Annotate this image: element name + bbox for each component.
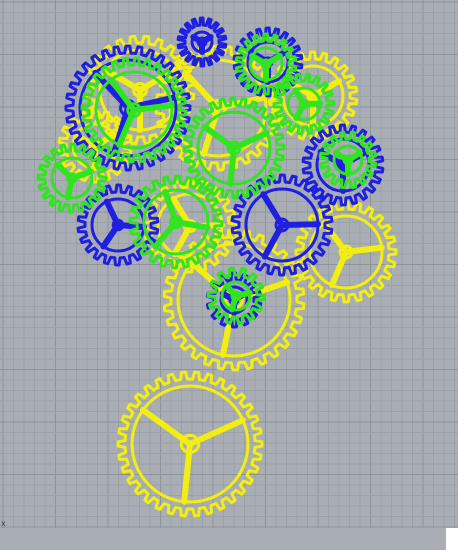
- gear-teeth-outline: [182, 96, 286, 200]
- gear-hub: [196, 36, 208, 48]
- gear-spoke: [345, 150, 364, 163]
- axis-label: x: [1, 519, 6, 528]
- gear-hub: [298, 98, 310, 110]
- gear-teeth-outline: [128, 174, 224, 270]
- gear-teeth-outline: [294, 200, 398, 304]
- gear-green-right[interactable]: [272, 72, 336, 136]
- gear-hub: [260, 58, 272, 70]
- gear-hub: [274, 217, 290, 233]
- gear-yellow-bottom-large[interactable]: [116, 370, 264, 518]
- gear-green-top-left[interactable]: [80, 56, 188, 164]
- gear-hub: [226, 140, 242, 156]
- gear-hub: [179, 433, 201, 455]
- gear-spoke: [233, 289, 253, 299]
- gear-teeth-outline: [142, 178, 238, 274]
- gear-teeth-outline: [318, 130, 378, 190]
- gear-blue-center[interactable]: [230, 173, 334, 277]
- gear-rim: [176, 242, 292, 358]
- gear-hub: [168, 214, 184, 230]
- gear-hub: [132, 82, 148, 98]
- gear-rim: [220, 280, 252, 312]
- gear-rim: [50, 156, 94, 200]
- gear-hub: [111, 218, 125, 232]
- gear-rim: [94, 70, 174, 150]
- gear-green-left[interactable]: [36, 142, 108, 214]
- gear-yellow-right[interactable]: [294, 200, 398, 304]
- gear-teeth-outline: [272, 72, 336, 136]
- gear-green-top-right[interactable]: [234, 32, 298, 96]
- gear-teeth-outline: [206, 266, 266, 326]
- gear-hub: [66, 172, 78, 184]
- gear-rim: [142, 188, 210, 256]
- gear-teeth-outline: [230, 173, 334, 277]
- viewport-corner: [446, 528, 458, 550]
- gear-hub: [342, 154, 354, 166]
- gear-teeth-outline: [64, 44, 192, 172]
- gear-teeth-outline: [80, 56, 188, 164]
- gear-hub: [338, 244, 354, 260]
- gear-hub: [230, 290, 242, 302]
- gear-rim: [308, 214, 384, 290]
- gear-teeth-outline: [36, 142, 108, 214]
- gear-rim: [130, 384, 250, 504]
- gear-rim: [196, 110, 272, 186]
- gear-blue-top-small[interactable]: [176, 16, 228, 68]
- gear-green-lower-left[interactable]: [128, 174, 224, 270]
- gear-hub: [126, 102, 142, 118]
- gear-teeth-outline: [176, 16, 228, 68]
- gear-teeth-outline: [234, 32, 298, 96]
- gear-teeth-outline: [162, 228, 306, 372]
- gear-green-lower-small[interactable]: [206, 266, 266, 326]
- gear-teeth-outline: [301, 123, 385, 207]
- gear-green-center[interactable]: [182, 96, 286, 200]
- gear-green-far-right[interactable]: [318, 130, 378, 190]
- gear-teeth-outline: [116, 370, 264, 518]
